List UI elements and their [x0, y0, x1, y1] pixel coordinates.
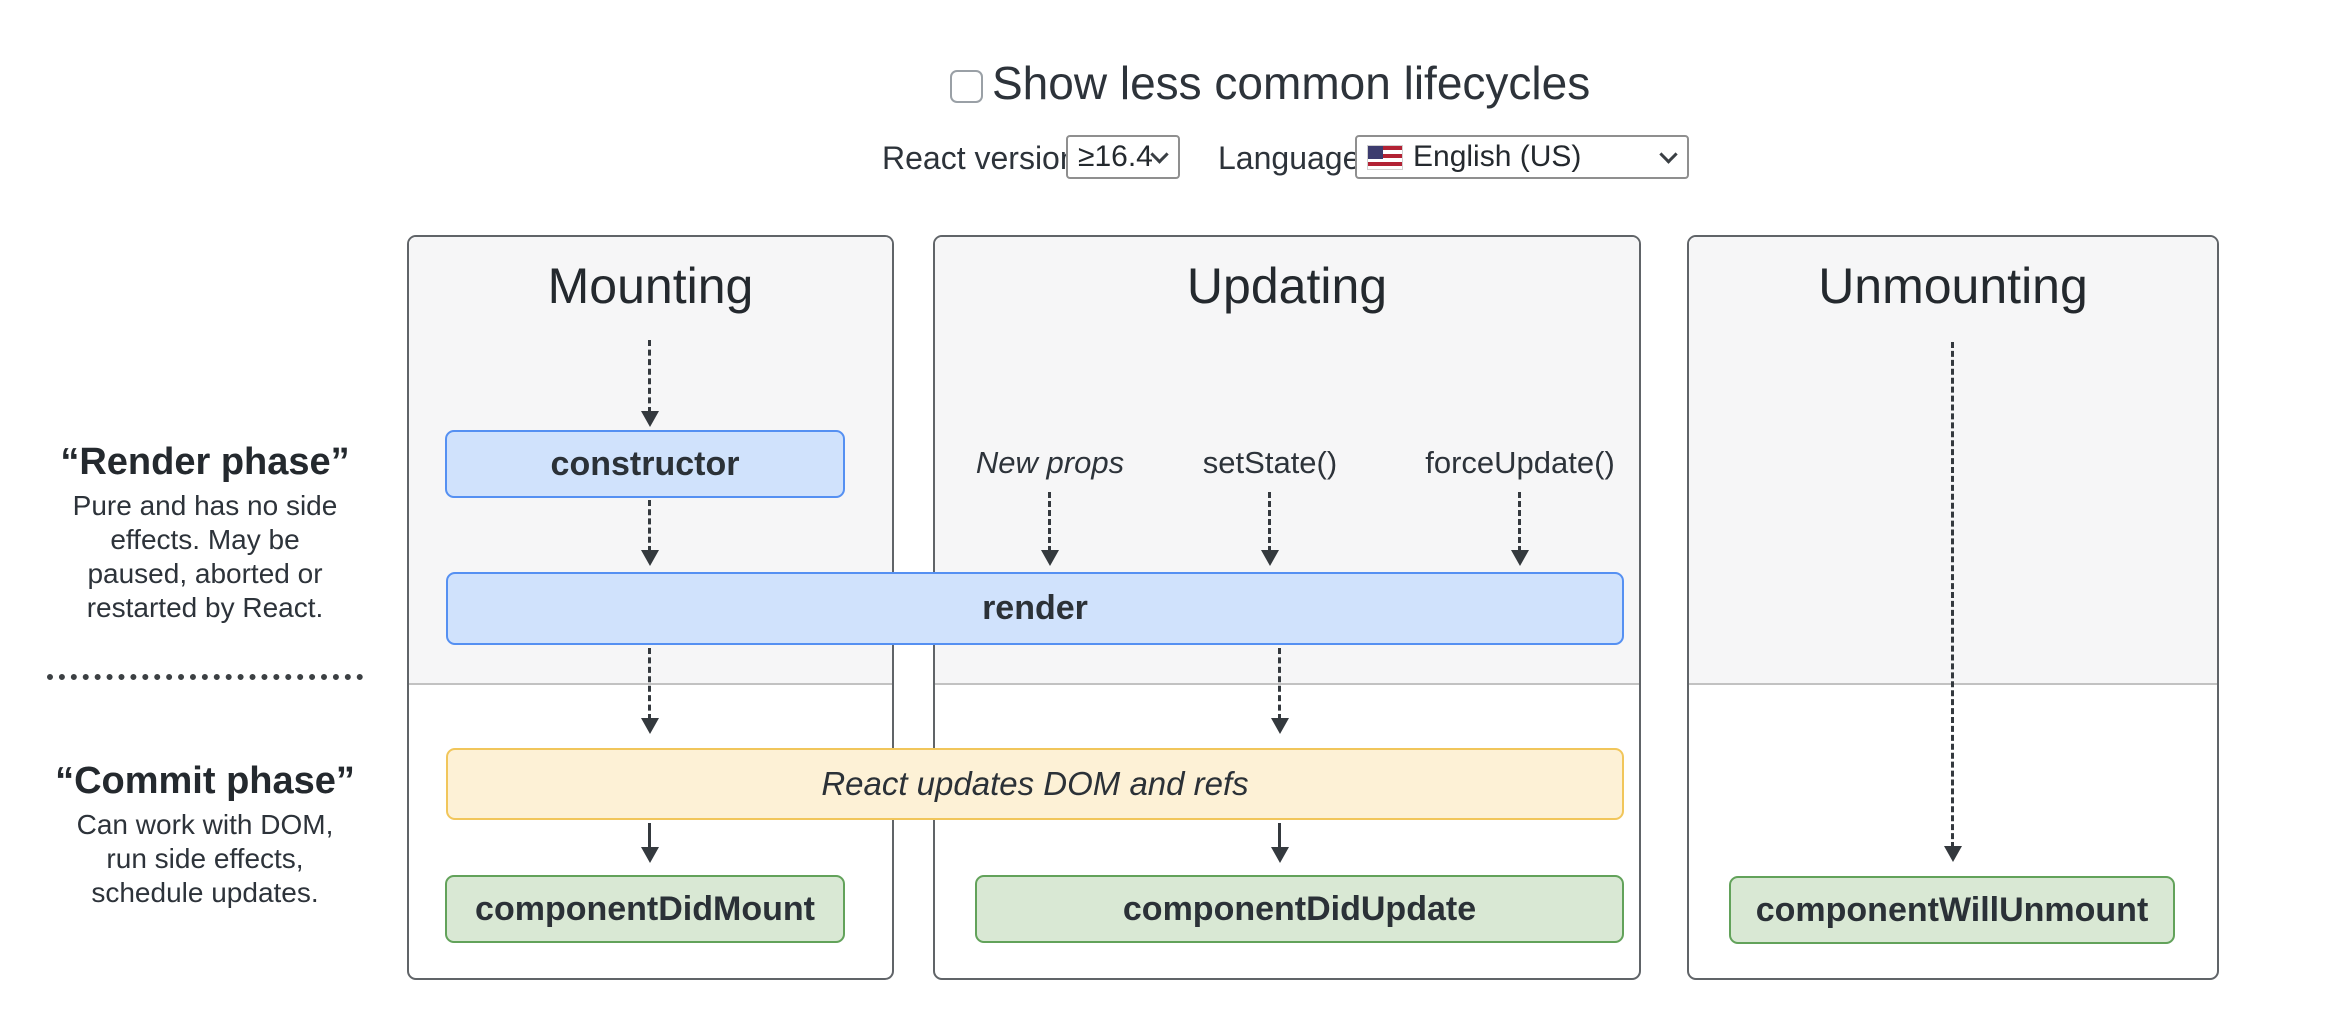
constructor-box[interactable]: constructor — [445, 430, 845, 498]
arrow-head-unmounting-to-willunmount — [1944, 846, 1962, 862]
arrow-line-render-to-domrefs-mounting — [648, 648, 651, 720]
us-flag-icon — [1367, 144, 1403, 170]
component-did-update-box[interactable]: componentDidUpdate — [975, 875, 1624, 943]
arrow-line-unmounting-to-willunmount — [1951, 342, 1954, 848]
show-less-common-toggle[interactable]: Show less common lifecycles — [950, 56, 1590, 110]
arrow-head-setstate-to-render — [1261, 550, 1279, 566]
arrow-line-render-to-domrefs-updating — [1278, 648, 1281, 720]
arrow-head-domrefs-to-didmount — [641, 847, 659, 863]
react-version-value: ≥16.4 — [1078, 140, 1153, 173]
commit-phase-description: Can work with DOM, run side effects, sch… — [76, 809, 334, 908]
unmounting-title: Unmounting — [1818, 258, 2088, 314]
language-value: English (US) — [1413, 140, 1582, 173]
arrow-head-domrefs-to-didupdate — [1271, 847, 1289, 863]
arrow-line-domrefs-to-didmount — [648, 823, 651, 849]
updating-title: Updating — [1186, 258, 1388, 314]
render-box[interactable]: render — [446, 572, 1624, 645]
react-version-label: React version — [882, 140, 1078, 176]
language-select[interactable]: English (US) — [1355, 135, 1689, 179]
language-label: Language — [1218, 140, 1361, 176]
react-version-select[interactable]: ≥16.4 — [1066, 135, 1180, 179]
arrow-line-setstate-to-render — [1268, 492, 1271, 552]
arrow-head-forceupdate-to-render — [1511, 550, 1529, 566]
chevron-down-icon — [1659, 144, 1678, 164]
checkbox-icon[interactable] — [950, 69, 983, 103]
arrow-line-constructor-to-render — [648, 500, 651, 552]
trigger-forceupdate[interactable]: forceUpdate() — [1425, 445, 1615, 480]
react-updates-dom-box: React updates DOM and refs — [446, 748, 1624, 820]
commit-phase-title: “Commit phase” — [55, 760, 355, 802]
phase-divider — [47, 674, 363, 680]
render-phase-title: “Render phase” — [60, 441, 350, 483]
mounting-title: Mounting — [547, 258, 754, 314]
arrow-head-mounting-to-constructor — [641, 411, 659, 427]
trigger-new-props: New props — [975, 445, 1125, 480]
render-phase-description: Pure and has no side effects. May be pau… — [72, 490, 338, 623]
arrow-head-constructor-to-render — [641, 550, 659, 566]
arrow-line-forceupdate-to-render — [1518, 492, 1521, 552]
arrow-line-domrefs-to-didupdate — [1278, 823, 1281, 849]
component-will-unmount-box[interactable]: componentWillUnmount — [1729, 876, 2175, 944]
arrow-head-render-to-domrefs-updating — [1271, 718, 1289, 734]
trigger-setstate[interactable]: setState() — [1202, 445, 1338, 480]
arrow-head-newprops-to-render — [1041, 550, 1059, 566]
component-did-mount-box[interactable]: componentDidMount — [445, 875, 845, 943]
chevron-down-icon — [1150, 144, 1169, 164]
toggle-label[interactable]: Show less common lifecycles — [992, 57, 1591, 109]
arrow-head-render-to-domrefs-mounting — [641, 718, 659, 734]
arrow-line-newprops-to-render — [1048, 492, 1051, 552]
arrow-line-mounting-to-constructor — [648, 340, 651, 413]
